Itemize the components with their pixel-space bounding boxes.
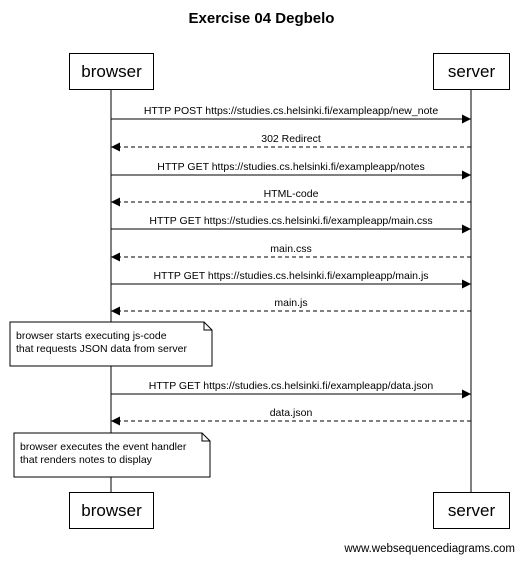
message-label-html-code: HTML-code bbox=[263, 188, 319, 200]
message-label-get-notes: HTTP GET https://studies.cs.helsinki.fi/… bbox=[157, 161, 425, 173]
note-fold-1 bbox=[203, 322, 212, 331]
note-box-1 bbox=[9, 321, 213, 367]
message-label-main-css: main.css bbox=[270, 243, 312, 255]
note-event-handler-line-2: that renders notes to display bbox=[20, 454, 152, 466]
diagram-title: Exercise 04 Degbelo bbox=[188, 10, 335, 27]
message-label-get-main-js: HTTP GET https://studies.cs.helsinki.fi/… bbox=[153, 270, 429, 282]
message-label-post-new-note: HTTP POST https://studies.cs.helsinki.fi… bbox=[143, 105, 439, 117]
participant-server-bottom: server bbox=[433, 492, 510, 529]
note-box-2 bbox=[13, 432, 211, 478]
message-label-get-data-json: HTTP GET https://studies.cs.helsinki.fi/… bbox=[148, 380, 434, 392]
message-label-main-js: main.js bbox=[274, 297, 308, 309]
note-js-execution-line-1: browser starts executing js-code bbox=[16, 330, 167, 342]
message-label-data-json: data.json bbox=[269, 407, 313, 419]
note-event-handler: browser executes the event handler that … bbox=[20, 441, 186, 467]
participant-browser-bottom: browser bbox=[69, 492, 154, 529]
message-label-302-redirect: 302 Redirect bbox=[261, 133, 321, 145]
note-fold-2 bbox=[201, 433, 210, 442]
footer-credit: www.websequencediagrams.com bbox=[344, 543, 515, 555]
note-js-execution-line-2: that requests JSON data from server bbox=[16, 343, 187, 355]
participant-browser-top: browser bbox=[69, 53, 154, 90]
note-js-execution: browser starts executing js-code that re… bbox=[16, 330, 187, 356]
participant-server-top: server bbox=[433, 53, 510, 90]
note-event-handler-line-1: browser executes the event handler bbox=[20, 441, 187, 453]
message-label-get-main-css: HTTP GET https://studies.cs.helsinki.fi/… bbox=[149, 215, 433, 227]
